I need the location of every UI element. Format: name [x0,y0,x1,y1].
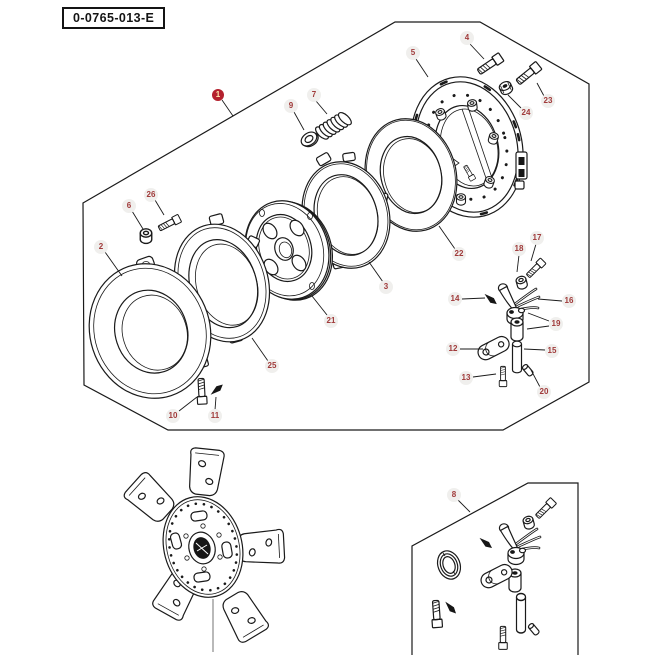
part4-bolt-drawing [475,51,505,77]
kit8-contents-drawing [429,496,558,650]
part7-spring-drawing [311,107,355,145]
callout-19[interactable]: 19 [549,317,563,331]
callout-25[interactable]: 25 [265,359,279,373]
part11-roll-pin-drawing [209,382,225,398]
callout-4[interactable]: 4 [460,31,474,45]
part23-bolt-drawing [513,60,543,87]
part24-nut-drawing [498,80,514,96]
part10-bolt-drawing [195,377,208,405]
part9-spring-seat-drawing [300,131,319,148]
part14-roll-pin-drawing [482,292,499,307]
callout-26[interactable]: 26 [144,188,158,202]
callout-15[interactable]: 15 [545,344,559,358]
part6-nut-drawing [139,228,153,245]
callout-18[interactable]: 18 [512,242,526,256]
part15-clevis-pin-drawing [511,340,523,374]
callout-3[interactable]: 3 [379,280,393,294]
drawing-code-box: 0-0765-013-E [62,7,166,29]
callout-7[interactable]: 7 [307,88,321,102]
part12-link-drawing [474,333,513,363]
part13-bolt-drawing [498,365,508,388]
leader-lines [104,43,563,513]
part18-bushing-drawing [514,274,529,291]
callout-11[interactable]: 11 [208,409,222,423]
callout-9[interactable]: 9 [284,99,298,113]
part19-pivot-cylinder-drawing [510,317,524,342]
callout-12[interactable]: 12 [446,342,460,356]
callout-5[interactable]: 5 [406,46,420,60]
callout-6[interactable]: 6 [122,199,136,213]
callout-22[interactable]: 22 [452,247,466,261]
part17-bolt-drawing [524,257,547,280]
callout-23[interactable]: 23 [541,94,555,108]
kit-box-outline [411,482,579,655]
callout-17[interactable]: 17 [530,231,544,245]
drawing-code-label: 0-0765-013-E [73,11,155,25]
callout-21[interactable]: 21 [324,314,338,328]
callout-1[interactable]: 1 [212,89,224,101]
part2-ring-housing-drawing [88,255,212,399]
callout-2[interactable]: 2 [94,240,108,254]
callout-24[interactable]: 24 [519,106,533,120]
part26-bolt-drawing [156,213,183,233]
clutch-disc-drawing [121,446,286,652]
callout-8[interactable]: 8 [447,488,461,502]
callout-13[interactable]: 13 [459,371,473,385]
part20-pin-drawing [520,363,535,378]
callout-16[interactable]: 16 [562,294,576,308]
callout-14[interactable]: 14 [448,292,462,306]
callout-20[interactable]: 20 [537,385,551,399]
callout-10[interactable]: 10 [166,409,180,423]
part22-plate-drawing [364,118,458,232]
main-frame-outline [82,21,590,431]
